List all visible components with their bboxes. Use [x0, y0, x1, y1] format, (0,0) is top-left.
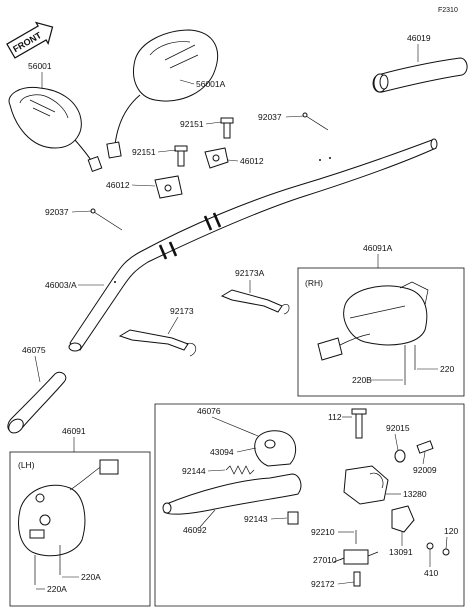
- throttle-grip: [372, 57, 468, 93]
- label-46076: 46076: [197, 406, 221, 416]
- label-92015: 92015: [386, 423, 410, 433]
- label-220: 220: [440, 364, 454, 374]
- lh-switch-housing: [18, 459, 119, 585]
- label-92172: 92172: [311, 579, 335, 589]
- left-grip: [7, 371, 67, 434]
- lever-pivot: [287, 511, 299, 525]
- holder-clamp-upper: [204, 117, 234, 169]
- label-92151-a: 92151: [180, 119, 204, 129]
- label-46091a: 46091A: [363, 243, 393, 253]
- label-120: 120: [444, 526, 458, 536]
- label-46012-b: 46012: [106, 180, 130, 190]
- label-220b: 220B: [352, 375, 372, 385]
- label-46092: 46092: [183, 525, 207, 535]
- wire-clamp-a: [220, 289, 290, 315]
- mirror-right: [106, 29, 219, 159]
- cable-tie-top: [302, 112, 329, 131]
- label-92151-b: 92151: [132, 147, 156, 157]
- lever-spring: [225, 465, 255, 475]
- mirror-left: [8, 86, 103, 172]
- clutch-switch: [333, 530, 379, 587]
- lh-switch-box: [9, 451, 151, 607]
- wire-clamp-b: [118, 329, 197, 357]
- rh-switch-box: [297, 267, 465, 397]
- label-92037-top: 92037: [258, 112, 282, 122]
- label-46019: 46019: [407, 33, 431, 43]
- label-56001a: 56001A: [196, 79, 226, 89]
- label-13280: 13280: [403, 489, 427, 499]
- label-27010: 27010: [313, 555, 337, 565]
- handlebar: [68, 138, 438, 352]
- label-220a-b: 220A: [47, 584, 67, 594]
- label-92144: 92144: [182, 466, 206, 476]
- label-46003a: 46003/A: [45, 280, 77, 290]
- label-46091: 46091: [62, 426, 86, 436]
- label-92009: 92009: [413, 465, 437, 475]
- label-220a-a: 220A: [81, 572, 101, 582]
- label-13091: 13091: [389, 547, 413, 557]
- label-410: 410: [424, 568, 438, 578]
- figure-code: F2310: [438, 7, 458, 14]
- lever-box: [154, 403, 465, 607]
- label-112: 112: [328, 412, 342, 422]
- label-56001: 56001: [28, 61, 52, 71]
- rh-box-label: (RH): [305, 278, 323, 288]
- rh-switch-housing: [317, 281, 429, 385]
- label-92210: 92210: [311, 527, 335, 537]
- label-92173a: 92173A: [235, 268, 265, 278]
- holder-clamp-lower: [154, 145, 188, 199]
- label-92037-left: 92037: [45, 207, 69, 217]
- lever-bracket: [254, 408, 450, 556]
- label-92173: 92173: [170, 306, 194, 316]
- label-46012-a: 46012: [240, 156, 264, 166]
- front-arrow-icon: FRONT: [6, 21, 54, 59]
- lh-box-label: (LH): [18, 460, 35, 470]
- label-43094: 43094: [210, 447, 234, 457]
- label-92143: 92143: [244, 514, 268, 524]
- clutch-lever: [162, 473, 302, 515]
- cable-tie-left: [90, 208, 123, 231]
- label-46075: 46075: [22, 345, 46, 355]
